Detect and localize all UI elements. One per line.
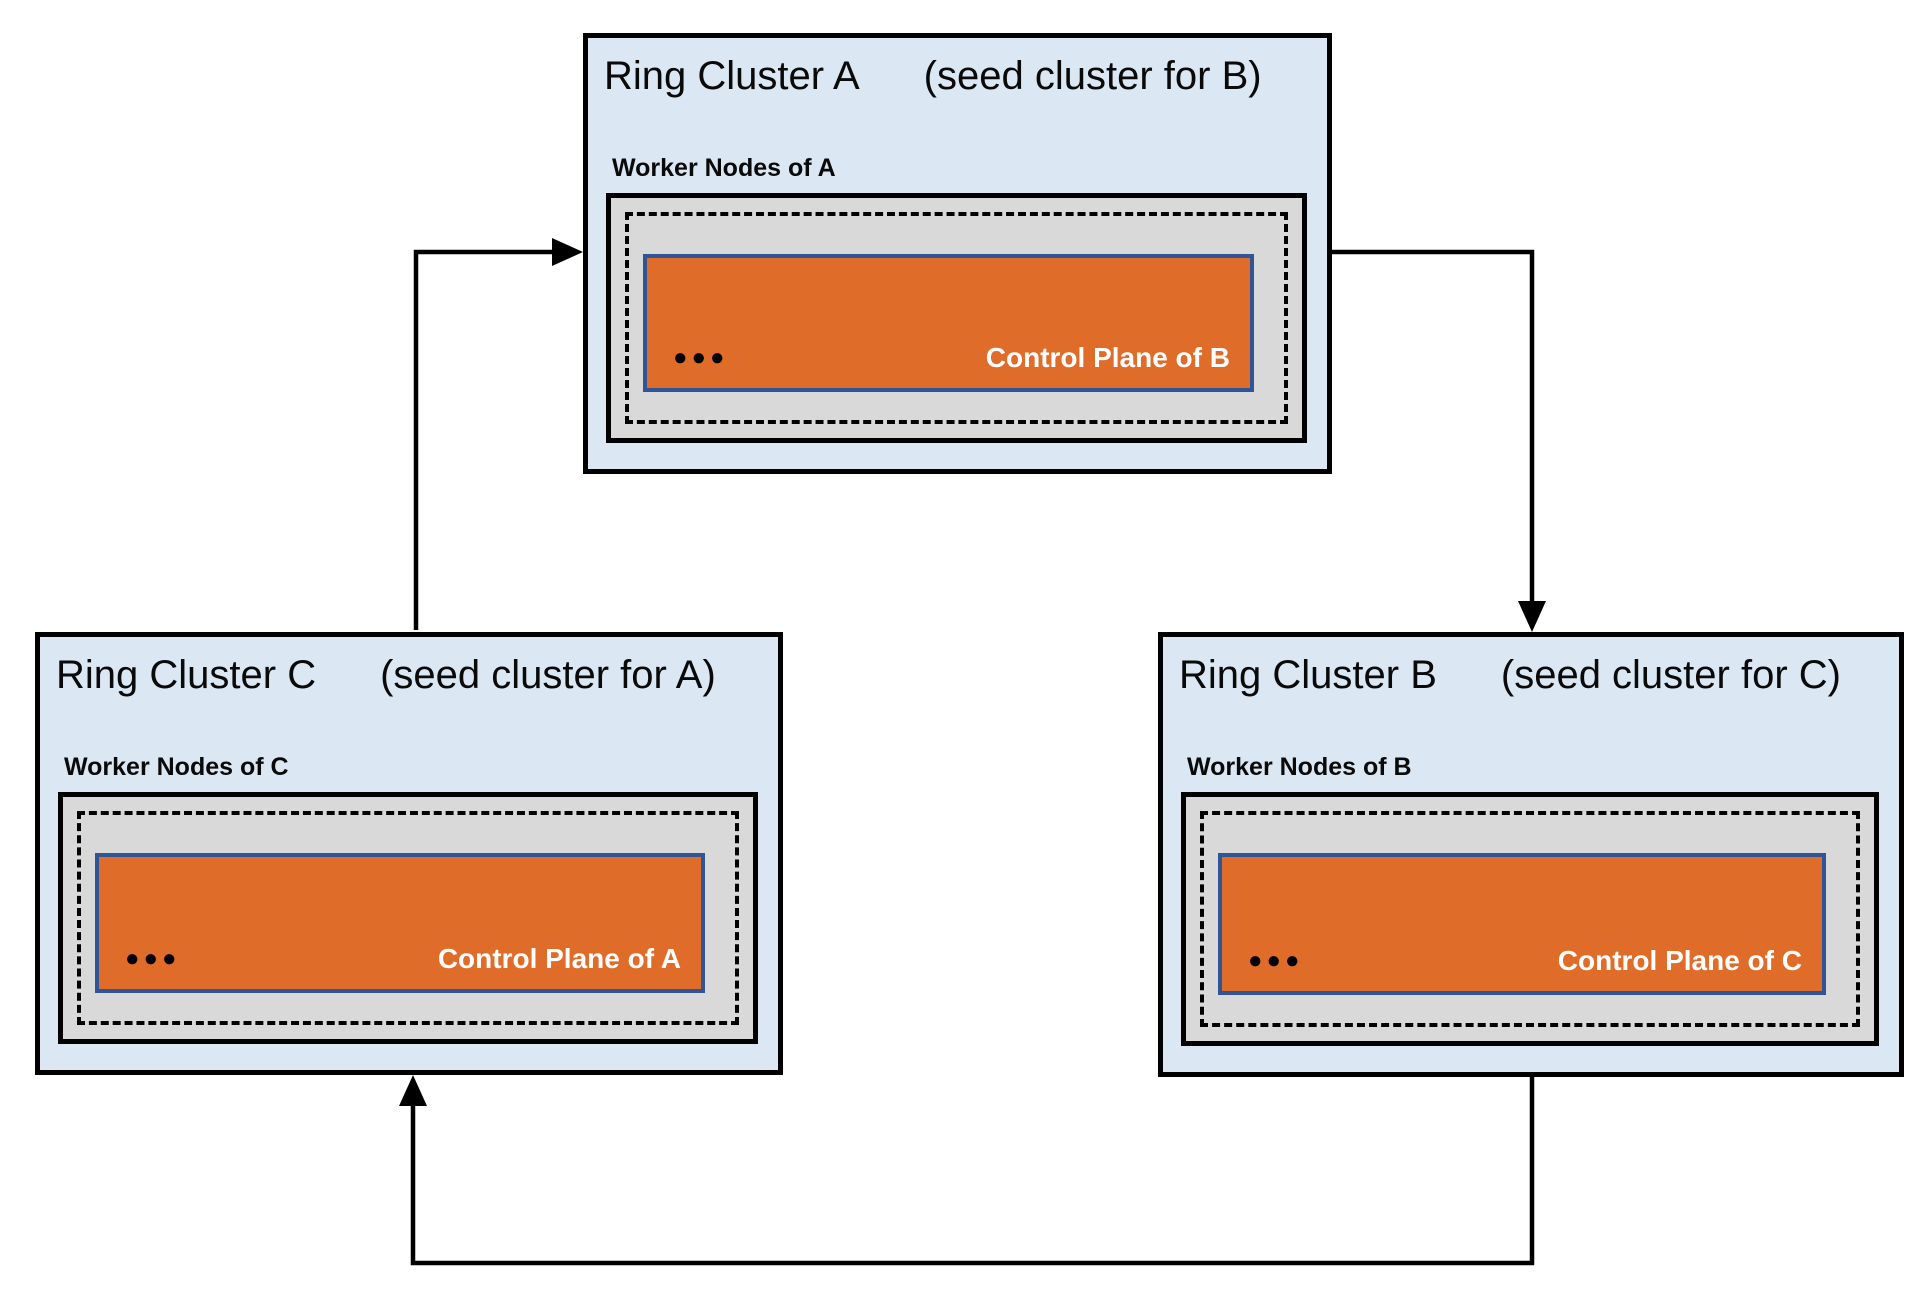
worker-nodes-label-b: Worker Nodes of B <box>1187 753 1412 781</box>
worker-nodes-frame-a: ●●● Control Plane of B <box>606 193 1307 443</box>
control-plane-box-b: ●●● Control Plane of B <box>643 254 1254 392</box>
cluster-box-b: Ring Cluster B (seed cluster for C) Work… <box>1158 632 1904 1077</box>
ellipsis-dots: ●●● <box>1248 947 1304 974</box>
worker-nodes-label-c: Worker Nodes of C <box>64 753 289 781</box>
ellipsis-dots: ●●● <box>125 945 181 972</box>
cluster-b-title: Ring Cluster B <box>1179 653 1437 697</box>
arrow-c-to-a <box>413 238 583 630</box>
cluster-a-title-row: Ring Cluster A (seed cluster for B) <box>604 52 1317 100</box>
control-plane-box-c: ●●● Control Plane of C <box>1218 853 1826 995</box>
arrow-b-to-c <box>399 1075 1535 1266</box>
worker-nodes-frame-b: ●●● Control Plane of C <box>1181 792 1879 1046</box>
cluster-box-a: Ring Cluster A (seed cluster for B) Work… <box>583 33 1332 474</box>
cluster-a-title: Ring Cluster A <box>604 54 860 98</box>
cluster-c-title-row: Ring Cluster C (seed cluster for A) <box>56 651 768 699</box>
worker-nodes-frame-c: ●●● Control Plane of A <box>58 792 758 1044</box>
cluster-box-c: Ring Cluster C (seed cluster for A) Work… <box>35 632 783 1075</box>
cluster-c-title: Ring Cluster C <box>56 653 317 697</box>
control-plane-label-a: Control Plane of A <box>437 943 681 974</box>
worker-node-dashed-frame-b: ●●● Control Plane of C <box>1200 811 1860 1027</box>
worker-node-dashed-frame-c: ●●● Control Plane of A <box>77 811 739 1025</box>
control-plane-label-b: Control Plane of B <box>985 342 1230 373</box>
control-plane-box-a: ●●● Control Plane of A <box>95 853 705 993</box>
cluster-a-seed-note: (seed cluster for B) <box>923 54 1262 98</box>
cluster-c-seed-note: (seed cluster for A) <box>380 653 716 697</box>
ellipsis-dots: ●●● <box>673 344 729 371</box>
cluster-b-seed-note: (seed cluster for C) <box>1500 653 1841 697</box>
arrow-a-to-b <box>1332 249 1546 632</box>
worker-nodes-label-a: Worker Nodes of A <box>612 154 836 182</box>
worker-node-dashed-frame-a: ●●● Control Plane of B <box>625 212 1288 424</box>
cluster-b-title-row: Ring Cluster B (seed cluster for C) <box>1179 651 1889 699</box>
control-plane-label-c: Control Plane of C <box>1557 945 1802 976</box>
